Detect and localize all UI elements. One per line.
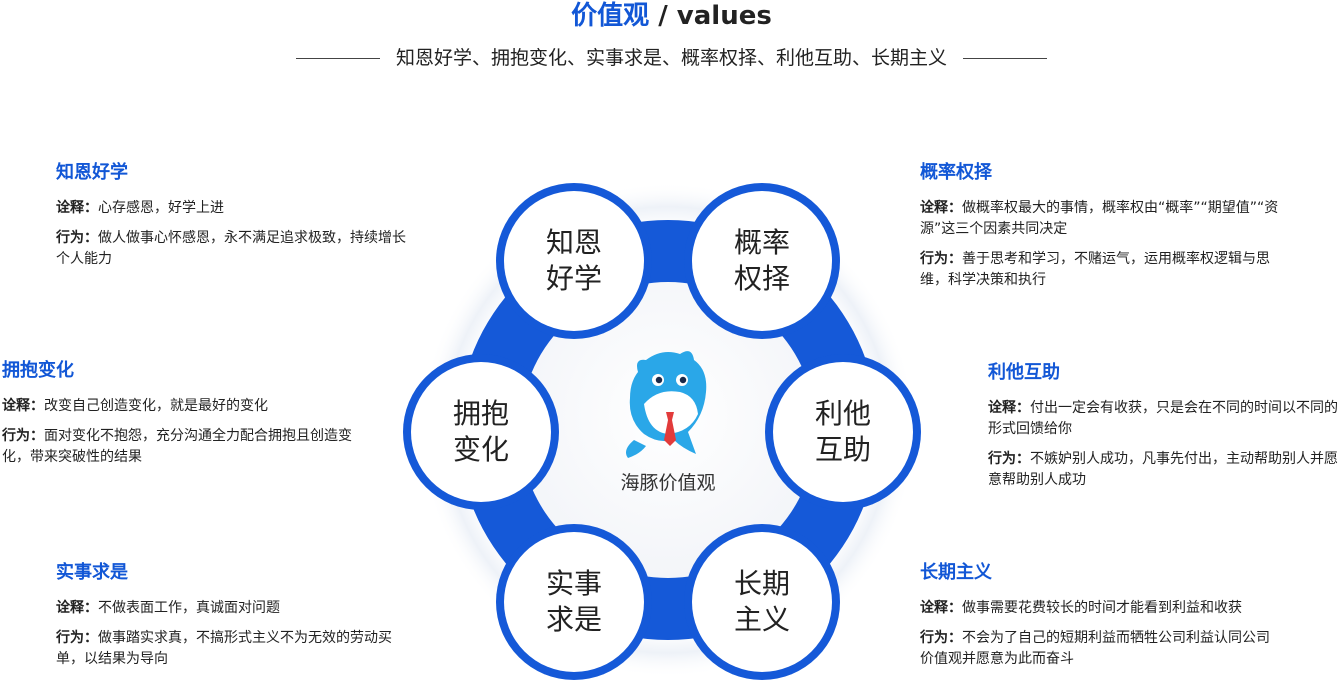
node-changqi-label: 长期 主义 (733, 567, 790, 636)
node-gailv-label: 概率 权择 (733, 226, 790, 295)
desc-act: 行为：不嫉妒别人成功，凡事先付出，主动帮助别人并愿意帮助别人成功 (988, 451, 1338, 488)
desc-title: 实事求是 (56, 562, 128, 583)
node-changqi-circle (684, 524, 840, 680)
desc-interp: 诠释：做事需要花费较长的时间才能看到利益和收获 (920, 600, 1242, 616)
desc-interp: 诠释：改变自己创造变化，就是最好的变化 (2, 398, 268, 414)
desc-title: 拥抱变化 (2, 360, 74, 381)
node-yongbao-label: 拥抱 变化 (452, 397, 509, 466)
subtitle-rule-right (963, 57, 1047, 59)
desc-lita: 利他互助 诠释：付出一定会有收获，只是会在不同的时间以不同的形式回馈给你 行为：… (988, 362, 1340, 500)
desc-gailv: 概率权择 诠释：做概率权最大的事情，概率权由“概率”“期望值”“资源”这三个因素… (920, 162, 1280, 300)
desc-act: 行为：做人做事心怀感恩，永不满足追求极致，持续增长个人能力 (56, 230, 406, 267)
desc-title: 知恩好学 (56, 162, 128, 183)
desc-interp: 诠释：心存感恩，好学上进 (56, 200, 224, 216)
desc-title: 概率权择 (920, 162, 992, 183)
node-lita-circle (765, 354, 921, 510)
node-zhien-label: 知恩 好学 (545, 226, 602, 295)
node-zhien-circle (496, 183, 652, 339)
desc-yongbao: 拥抱变化 诠释：改变自己创造变化，就是最好的变化 行为：面对变化不抱怨，充分沟通… (2, 360, 362, 477)
desc-act: 行为：不会为了自己的短期利益而牺牲公司利益认同公司价值观并愿意为此而奋斗 (920, 630, 1270, 667)
node-shishi-label: 实事 求是 (545, 567, 602, 636)
node-lita-label: 利他 互助 (814, 397, 871, 466)
desc-title: 利他互助 (988, 362, 1060, 383)
node-gailv-circle (684, 183, 840, 339)
node-shishi-circle (496, 524, 652, 680)
desc-zhien: 知恩好学 诠释：心存感恩，好学上进 行为：做人做事心怀感恩，永不满足追求极致，持… (56, 162, 416, 279)
desc-interp: 诠释：做概率权最大的事情，概率权由“概率”“期望值”“资源”这三个因素共同决定 (920, 200, 1279, 237)
subtitle: 知恩好学、拥抱变化、实事求是、概率权择、利他互助、长期主义 (395, 47, 947, 69)
center-label: 海豚价值观 (620, 472, 716, 494)
desc-act: 行为：做事踏实求真，不搞形式主义不为无效的劳动买单，以结果为导向 (56, 630, 392, 667)
desc-act: 行为：面对变化不抱怨，充分沟通全力配合拥抱且创造变化，带来突破性的结果 (2, 428, 352, 465)
desc-interp: 诠释：不做表面工作，真诚面对问题 (56, 600, 280, 616)
page-title: 价值观 / values (571, 1, 772, 31)
subtitle-rule-left (295, 57, 380, 59)
desc-interp: 诠释：付出一定会有收获，只是会在不同的时间以不同的形式回馈给你 (988, 400, 1338, 437)
desc-changqi: 长期主义 诠释：做事需要花费较长的时间才能看到利益和收获 行为：不会为了自己的短… (920, 562, 1280, 679)
dolphin-mascot-icon (626, 351, 707, 458)
desc-title: 长期主义 (920, 562, 992, 583)
subtitle-row: 知恩好学、拥抱变化、实事求是、概率权择、利他互助、长期主义 (0, 44, 1343, 72)
desc-act: 行为：善于思考和学习，不赌运气，运用概率权逻辑与思维，科学决策和执行 (920, 251, 1270, 288)
node-yongbao-circle (403, 354, 559, 510)
desc-shishi: 实事求是 诠释：不做表面工作，真诚面对问题 行为：做事踏实求真，不搞形式主义不为… (56, 562, 416, 679)
